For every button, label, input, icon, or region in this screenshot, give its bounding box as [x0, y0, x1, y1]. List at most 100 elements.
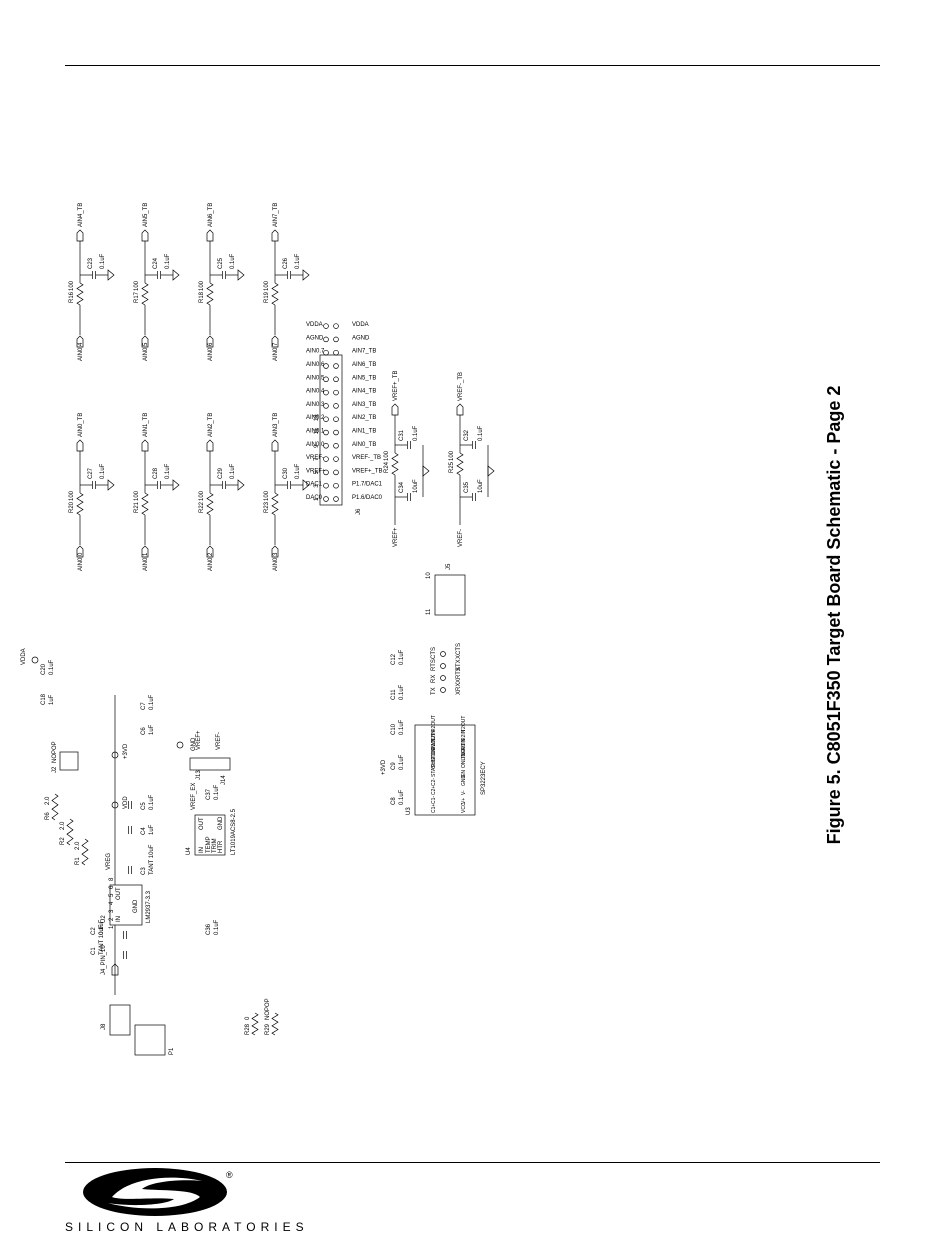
rc-capacitor — [157, 481, 161, 489]
pin-number: 4 — [109, 901, 115, 905]
j6-pin — [323, 376, 329, 383]
rc-capacitor — [92, 271, 96, 279]
u4-pin-trim: TRIM — [212, 838, 218, 853]
rs232-net-node — [440, 663, 446, 669]
rs232-cap-ref: C10 — [391, 723, 397, 735]
vref-c2-value: 0.1uF — [413, 425, 419, 441]
rc-output-label: AIN6_TB — [208, 203, 214, 227]
silicon-labs-logo — [60, 1165, 260, 1241]
rc-cap-ref: C24 — [153, 257, 159, 269]
rc-resistor — [271, 282, 279, 306]
silicon-labs-logo-mark — [83, 1168, 227, 1216]
r28-value: 0 — [245, 1016, 251, 1020]
vref-plus-net: VREF+ — [196, 730, 202, 750]
rc-cap-ref: C28 — [153, 467, 159, 479]
j6-left-label: AIN6_TB — [352, 362, 376, 368]
rc-output-label: AIN4_TB — [78, 203, 84, 227]
rc-input-label: AIN0.6 — [208, 342, 214, 361]
c20-value: 0.1uF — [49, 659, 55, 675]
c4-ref: C4 — [141, 827, 147, 835]
j2-value: NOPOP — [52, 741, 58, 763]
rc-output-label: AIN0_TB — [78, 413, 84, 437]
j6-pin-number: 11 — [314, 428, 320, 435]
rc-capacitor — [222, 481, 226, 489]
vref-output-label: VREF+_TB — [393, 370, 399, 401]
u2-pin-in: IN — [116, 916, 122, 922]
rs232-cap-value: 0.1uF — [399, 789, 405, 805]
u3-left-pin: T2IN — [431, 730, 437, 741]
j6-pin-number: 9 — [314, 444, 320, 448]
ground-symbol — [172, 479, 180, 491]
u4-ref: U4 — [186, 847, 192, 855]
rc-resistor-ref: R23 — [264, 501, 270, 513]
rs232-xnet-label: XRTS — [456, 667, 462, 683]
u3-left-pin: C2- — [431, 778, 437, 786]
rc-output-label: AIN7_TB — [273, 203, 279, 227]
vdda-node — [31, 656, 39, 664]
rc-cap-ref: C25 — [218, 257, 224, 269]
rc-resistor-ref: R22 — [199, 501, 205, 513]
rc-cap-ref: C30 — [283, 467, 289, 479]
j6-right-label: AIN0.4 — [306, 389, 325, 395]
resistor-symbol — [51, 793, 59, 821]
j6-pin-number: 1 — [314, 497, 320, 501]
vreg-net: VREG — [106, 853, 112, 870]
rc-input-flag — [206, 335, 214, 348]
brand-name: SILICON LABORATORIES — [65, 1220, 309, 1234]
j6-left-label: P1.6/DAC0 — [352, 495, 383, 501]
pin-number: 2 — [109, 917, 115, 921]
rc-input-label: AIN0.4 — [78, 342, 84, 361]
j4-net-flag — [111, 963, 119, 976]
rc-input-flag — [206, 545, 214, 558]
j6-right-label: AIN0.1 — [306, 429, 325, 435]
rs232-cap-ref: C11 — [391, 689, 397, 700]
j6-left-label: AIN4_TB — [352, 389, 376, 395]
rc-resistor — [76, 492, 84, 516]
j6-pin — [333, 443, 339, 449]
j6-ref: J6 — [356, 508, 362, 515]
rs232-xnet-label: XTX — [456, 659, 462, 671]
j13-ref: J13 — [196, 770, 202, 780]
j6-pin — [323, 336, 329, 343]
j6-left-label: P1.7/DAC1 — [352, 482, 383, 488]
rc-capacitor — [287, 481, 291, 489]
rc-cap-ref: C27 — [88, 467, 94, 479]
resistor-symbol — [251, 1012, 259, 1036]
v3-node — [111, 751, 119, 759]
u3-right-pin: R1IN — [461, 738, 467, 750]
rs232-net-label: TX — [431, 687, 437, 695]
vref-capacitor-1 — [407, 493, 411, 501]
j6-pin — [323, 469, 329, 476]
j6-pin — [333, 429, 339, 436]
vref-resistor-ref: R24 — [384, 461, 390, 473]
rc-input-label: AIN0.5 — [143, 342, 149, 361]
ground-symbol — [487, 465, 495, 477]
j6-pin — [323, 403, 329, 409]
vref-c1-value: 10uF — [478, 479, 484, 493]
j6-pin-number: 5 — [314, 470, 320, 474]
j6-right-label: AIN0.5 — [306, 375, 325, 381]
rc-resistor-ref: R20 — [69, 501, 75, 513]
figure-caption: Figure 5. C8051F350 Target Board Schemat… — [824, 385, 844, 845]
c7-value: 0.1uF — [149, 694, 155, 710]
vref-c1-value: 10uF — [413, 479, 419, 493]
j6-pin — [333, 389, 339, 396]
u3-right-pin: V+ — [461, 798, 467, 804]
rc-resistor-ref: R19 — [264, 291, 270, 303]
j5-ref: J5 — [446, 563, 452, 570]
rc-input-label: AIN0.3 — [273, 552, 279, 571]
ground-symbol — [302, 479, 310, 491]
j6-right-label: DAC1 — [306, 482, 323, 488]
u2-ref: U2 — [101, 915, 107, 923]
j6-pin — [323, 429, 329, 436]
vref-resistor-value: 100 — [384, 450, 390, 461]
j6-pin-number: 13 — [314, 414, 320, 421]
u3-transceiver-body — [414, 724, 476, 816]
j6-pin — [323, 443, 329, 449]
j5-pin-11: 11 — [426, 608, 432, 615]
u4-pin-out: OUT — [199, 817, 205, 830]
rc-input-flag — [141, 335, 149, 348]
rc-input-label: AIN0.7 — [273, 342, 279, 361]
rs232-cap-ref: C12 — [391, 653, 397, 665]
p1-ref: P1 — [169, 1047, 175, 1055]
